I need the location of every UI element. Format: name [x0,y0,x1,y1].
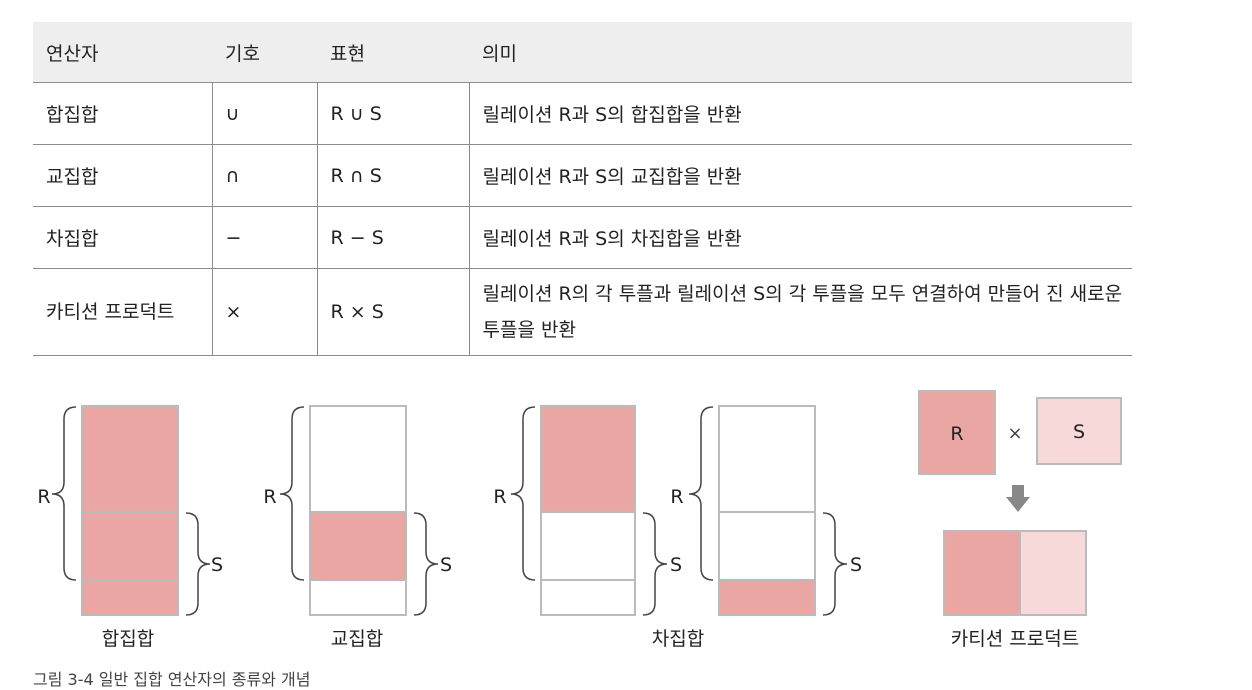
cell-expression: R ∪ S [316,82,469,145]
r-brace-icon [279,406,305,581]
r-label: R [493,486,506,508]
product-caption: 카티션 프로덕트 [951,628,1079,650]
s-brace-icon [413,512,439,616]
header-symbol: 기호 [212,22,317,83]
table-row: 합집합 ∪ R ∪ S 릴레이션 R과 S의 합집합을 반환 [33,82,1132,145]
intersection-diagram: R S 교집합 [263,405,452,650]
cell-meaning: 릴레이션 R의 각 투플과 릴레이션 S의 각 투플을 모두 연결하여 만들어 … [468,268,1132,356]
times-symbol: × [1007,423,1022,444]
s-label: S [850,554,862,576]
set-operators-table: 연산자 기호 표현 의미 합집합 ∪ R ∪ S 릴레이션 R과 S의 합집합을… [33,22,1132,356]
cell-expression: R ∩ S [316,144,469,207]
union-fill-rect [81,405,179,616]
s-label: S [670,554,682,576]
s-brace-icon [642,512,668,616]
table-header-row: 연산자 기호 표현 의미 [33,22,1132,83]
difference-s-fill-rect [718,579,816,616]
s-label: S [211,554,223,576]
set-operation-diagrams: R S 합집합 R S 교집합 R S R S 차집합 R [37,390,1122,650]
cell-operator: 교집합 [33,144,212,207]
s-label: S [440,554,452,576]
product-result-s [1019,530,1087,616]
intersection-outline [309,405,407,616]
table-row: 교집합 ∩ R ∩ S 릴레이션 R과 S의 교집합을 반환 [33,144,1132,207]
cell-expression: R × S [316,268,469,356]
difference-r-fill-rect [540,405,636,513]
figure-caption: 그림 3-4 일반 집합 연산자의 종류와 개념 [33,670,311,689]
difference-caption: 차집합 [652,628,704,650]
s-brace-icon [185,512,211,616]
r-brace-icon [688,406,714,581]
intersection-caption: 교집합 [331,628,383,650]
union-caption: 합집합 [102,628,154,650]
cell-operator: 차집합 [33,206,212,269]
r-label: R [670,486,683,508]
header-operator: 연산자 [33,22,212,83]
union-diagram: R S 합집합 [37,405,223,650]
r-label: R [263,486,276,508]
cell-symbol: ∩ [211,144,317,207]
r-brace-icon [510,406,536,581]
header-meaning: 의미 [469,22,1132,83]
product-diagram: R × S 카티션 프로덕트 [918,390,1122,650]
table-row: 카티션 프로덕트 × R × S 릴레이션 R의 각 투플과 릴레이션 S의 각… [33,268,1132,356]
cell-expression: R − S [316,206,469,269]
header-expression: 표현 [317,22,469,83]
cell-symbol: × [211,268,317,356]
r-label: R [950,423,963,445]
cell-operator: 카티션 프로덕트 [33,268,212,356]
cell-meaning: 릴레이션 R과 S의 차집합을 반환 [468,206,1132,269]
product-s-box [1036,397,1122,465]
product-r-box [918,390,996,475]
cell-operator: 합집합 [33,82,212,145]
s-label: S [1073,421,1085,443]
product-result-r [943,530,1021,616]
difference-diagram: R S R S 차집합 [493,405,862,650]
r-brace-icon [51,406,77,581]
cell-symbol: − [211,206,317,269]
intersection-fill-rect [309,511,407,581]
cell-meaning: 릴레이션 R과 S의 교집합을 반환 [468,144,1132,207]
s-brace-icon [822,512,848,616]
cell-meaning: 릴레이션 R과 S의 합집합을 반환 [468,82,1132,145]
r-label: R [37,486,50,508]
cell-symbol: ∪ [211,82,317,145]
table-row: 차집합 − R − S 릴레이션 R과 S의 차집합을 반환 [33,206,1132,269]
arrow-down-icon [1006,485,1030,512]
